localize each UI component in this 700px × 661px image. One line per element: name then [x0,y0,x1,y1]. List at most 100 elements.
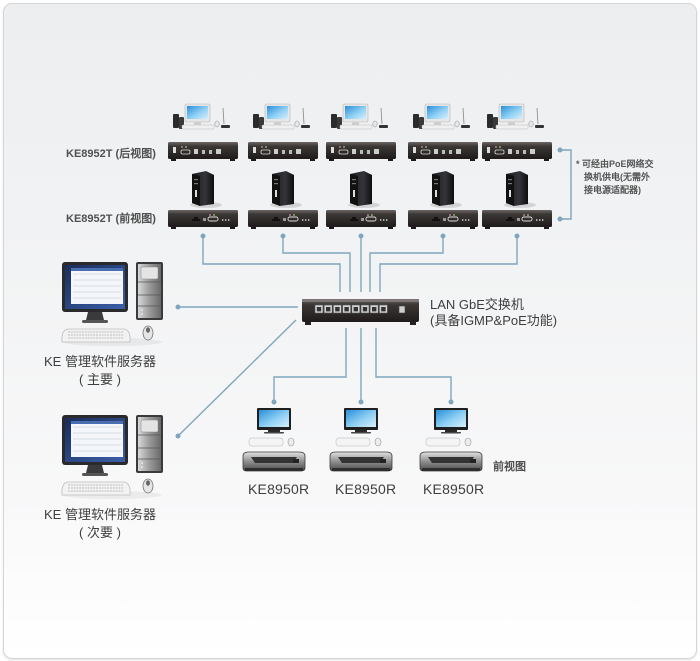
mouse-icon [372,120,378,128]
switch-lan-port [360,304,370,314]
usb-port-icon [282,150,285,154]
speaker-icon [253,114,259,128]
user-workstation-icon [413,103,470,130]
lan-port-icon [194,149,198,154]
computer-tower-icon [190,171,222,208]
connector-lines [177,149,572,437]
lan-port-icon [508,149,512,154]
link-tx5-switch [379,236,518,292]
mouse-icon [464,437,472,447]
receiver-columns [242,408,483,472]
link-secondary-server-switch [177,319,297,437]
poe-note-line-3: 接电源适配器) [584,185,641,195]
sfp-port [398,305,406,314]
link-tx2-switch [282,236,351,292]
vga-port-icon [447,216,459,222]
lan-port-icon [434,149,438,154]
keyboard-icon [425,437,461,447]
mouse-icon [142,478,154,494]
mouse-icon [287,437,295,447]
microphone-icon [222,107,225,125]
connector-dots [175,147,563,439]
switch-lan-port [351,304,361,314]
server-tower-icon [136,415,163,473]
speaker-icon [331,114,337,128]
transmitter-column-1 [168,103,238,229]
vga-port-icon [287,216,299,222]
vga-port-icon [365,216,377,222]
microphone-icon [380,107,383,125]
lan-port-icon [352,149,356,154]
receiver-column-3 [419,408,483,472]
user-workstation-icon [173,103,230,130]
power-port-icon [253,147,256,153]
lan-port-icon [274,149,278,154]
computer-tower-icon [430,171,462,208]
power-port-icon [413,147,416,153]
vga-port-icon [521,216,533,222]
usb-hub-port-icon [350,217,358,221]
receiver-3-model-label: KE8950R [423,481,485,497]
receiver-column-2 [329,408,393,472]
server-tower-icon [136,262,163,320]
receiver-column-1 [242,408,306,472]
ke8952t-front-unit [326,210,396,229]
keyboard-icon [335,437,371,447]
power-port-icon [331,147,334,153]
computer-tower-icon [270,171,302,208]
primary-server-label-line-2: ( 主要 ) [79,372,121,387]
switch-lan-port [342,304,351,314]
mouse-icon [142,325,154,341]
keyboard-icon [248,437,284,447]
ke8952t-rear-unit [326,142,396,161]
mouse-icon [374,437,382,447]
secondary-server-computer [61,415,163,499]
usb-hub-port-icon [272,217,280,221]
keyboard-icon [339,124,373,130]
ke8952t-front-unit [482,210,552,229]
mouse-icon [214,120,220,128]
switch-label: LAN GbE交换机 (具备IGMP&PoE功能) [430,297,557,329]
switch-lan-port [314,304,324,314]
transmitter-column-4 [408,103,478,229]
link-switch-rx1 [273,328,347,402]
transmitter-front-label: KE8952T (前视图) [66,213,156,225]
usb-port-icon [202,150,205,154]
mouse-icon [454,120,460,128]
microphone-icon [536,107,539,125]
keyboard-icon [61,481,131,496]
transmitter-column-3 [326,103,396,229]
vga-port-icon [260,149,271,155]
receiver-2-model-label: KE8950R [335,481,397,497]
microphone-icon [462,107,465,125]
ke8952t-front-unit [168,210,238,229]
keyboard-icon [181,124,215,130]
usb-hub-port-icon [432,217,440,221]
ke8952t-rear-unit [482,142,552,161]
ke8952t-rear-unit [168,142,238,161]
secondary-server-label: KE 管理软件服务器 ( 次要 ) [25,506,175,542]
secondary-server-label-line-1: KE 管理软件服务器 [44,507,156,522]
vga-port-icon [420,149,431,155]
vga-port-icon [180,149,191,155]
lan-switch [302,299,419,325]
monitor-icon [344,408,378,434]
switch-ports [314,304,388,314]
link-switch-rx3 [375,328,452,402]
transmitter-column-2 [248,103,318,229]
poe-note: * 可经由PoE网络交 换机供电(无需外 接电源适配器) [576,158,654,197]
switch-label-line-2: (具备IGMP&PoE功能) [430,313,558,328]
power-port-icon [487,147,490,153]
vga-port-icon [494,149,505,155]
ke8950r-receiver-unit [329,451,393,472]
monitor-icon [257,408,291,434]
switch-lan-port [333,304,342,314]
usb-port-icon [360,150,363,154]
receiver-front-view-label: 前视图 [493,461,526,473]
poe-note-line-2: 换机供电(无需外 [584,172,650,182]
speaker-icon [173,114,179,128]
switch-label-line-1: LAN GbE交换机 [430,297,524,312]
ke8952t-rear-unit [248,142,318,161]
transmitter-columns [168,103,552,229]
receiver-1-model-label: KE8950R [248,481,310,497]
